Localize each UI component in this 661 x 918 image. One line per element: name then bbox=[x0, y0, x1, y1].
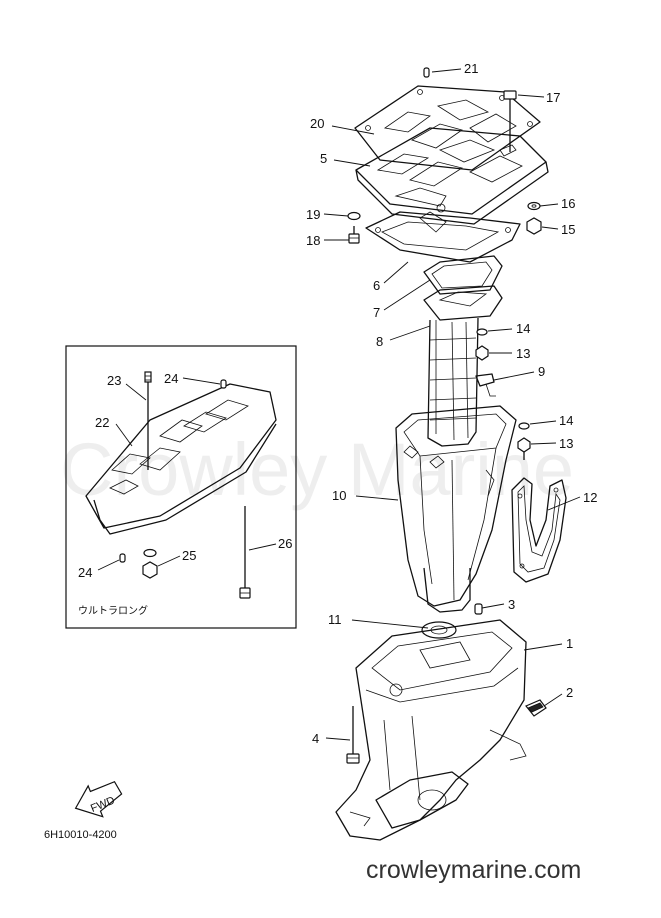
part-19-washer bbox=[347, 211, 361, 221]
part-4-bolt bbox=[346, 706, 360, 764]
part-14-washer-upper bbox=[476, 328, 488, 336]
fwd-arrow-icon: FWD bbox=[74, 780, 123, 818]
part-8-exhaust-guide bbox=[423, 285, 503, 447]
part-13-bolt-lower bbox=[517, 437, 531, 460]
part-17-bolt bbox=[503, 90, 517, 152]
part-12-gasket bbox=[511, 477, 567, 583]
drawing-code: 6H10010-4200 bbox=[44, 829, 117, 841]
part-24-dowel-upper bbox=[220, 379, 227, 389]
callout-9: 9 bbox=[538, 364, 545, 379]
callout-7: 7 bbox=[373, 305, 380, 320]
callout-15: 15 bbox=[561, 222, 575, 237]
callout-5: 5 bbox=[320, 151, 327, 166]
callout-21: 21 bbox=[464, 61, 478, 76]
callout-6: 6 bbox=[373, 278, 380, 293]
callout-24-upper: 24 bbox=[164, 371, 178, 386]
callout-4: 4 bbox=[312, 731, 319, 746]
watermark-text: Crowley Marine bbox=[60, 428, 574, 511]
callout-14-upper: 14 bbox=[516, 321, 530, 336]
part-10-muffler bbox=[395, 405, 517, 613]
part-3-dowel-pin bbox=[474, 603, 483, 615]
part-25-nut-washer bbox=[142, 548, 158, 579]
part-9-clip bbox=[475, 373, 496, 397]
part-2-cap bbox=[525, 699, 547, 717]
part-21-dowel-pin bbox=[423, 67, 430, 78]
part-5-upper-casing-plate bbox=[355, 127, 549, 233]
callout-labels: 21 17 20 5 16 15 19 18 6 7 8 14 13 9 14 … bbox=[78, 61, 597, 746]
callout-10: 10 bbox=[332, 488, 346, 503]
callout-11: 11 bbox=[328, 612, 342, 627]
site-label: crowleymarine.com bbox=[366, 856, 581, 884]
callout-26: 26 bbox=[278, 536, 292, 551]
part-18-bolt bbox=[348, 226, 360, 244]
callout-8: 8 bbox=[376, 334, 383, 349]
part-26-long-bolt bbox=[239, 506, 251, 599]
part-22-spacer bbox=[85, 383, 277, 535]
callout-12: 12 bbox=[583, 490, 597, 505]
part-16-washer bbox=[527, 201, 541, 211]
part-13-bolt-upper bbox=[475, 345, 489, 361]
part-6-gasket bbox=[365, 211, 521, 263]
part-7-exhaust-gasket bbox=[423, 255, 503, 295]
leader-lines bbox=[97, 68, 581, 741]
callout-13-upper: 13 bbox=[516, 346, 530, 361]
callout-23: 23 bbox=[107, 373, 121, 388]
part-24-dowel-lower bbox=[119, 553, 126, 563]
callout-2: 2 bbox=[566, 685, 573, 700]
callout-22: 22 bbox=[95, 415, 109, 430]
callout-16: 16 bbox=[561, 196, 575, 211]
callout-3: 3 bbox=[508, 597, 515, 612]
part-1-upper-casing bbox=[335, 619, 527, 841]
inset-caption: ウルトラロング bbox=[78, 604, 148, 617]
callout-18: 18 bbox=[306, 233, 320, 248]
callout-14-lower: 14 bbox=[559, 413, 573, 428]
callout-13-lower: 13 bbox=[559, 436, 573, 451]
callout-19: 19 bbox=[306, 207, 320, 222]
callout-1: 1 bbox=[566, 636, 573, 651]
callout-17: 17 bbox=[546, 90, 560, 105]
part-11-seal bbox=[421, 621, 457, 639]
callout-20: 20 bbox=[310, 116, 324, 131]
part-14-washer-lower bbox=[518, 422, 530, 430]
callout-25: 25 bbox=[182, 548, 196, 563]
ultra-long-inset: ウルトラロング bbox=[65, 345, 297, 629]
part-15-bolt bbox=[526, 217, 542, 235]
callout-24-lower: 24 bbox=[78, 565, 92, 580]
part-23-stud bbox=[144, 371, 152, 470]
